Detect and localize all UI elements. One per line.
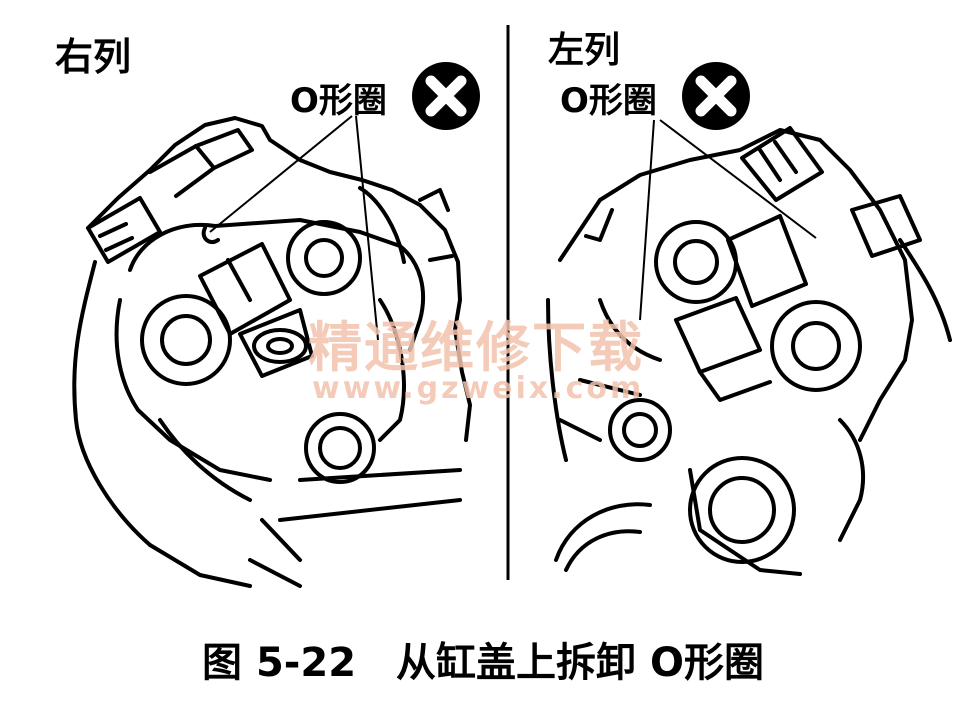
right-bank-title: 右列 [55,35,131,79]
left-bank-drawing [546,126,952,576]
right-bank-callout-label: O形圈 [290,81,387,121]
right-bank-drawing [72,116,472,588]
figure-caption: 图 5-22 从缸盖上拆卸 O形圈 [202,640,764,686]
left-bank-callout-label: O形圈 [560,81,657,121]
left-bank-leader-lines [639,119,817,321]
cross-circle-icon [412,62,480,130]
watermark-name: 精通维修下载 [308,315,644,379]
left-bank-title: 左列 [548,30,620,71]
right-bank-leader-lines [209,115,379,341]
watermark-url: www.gzweix.com [312,371,644,406]
cross-circle-icon [682,62,750,130]
